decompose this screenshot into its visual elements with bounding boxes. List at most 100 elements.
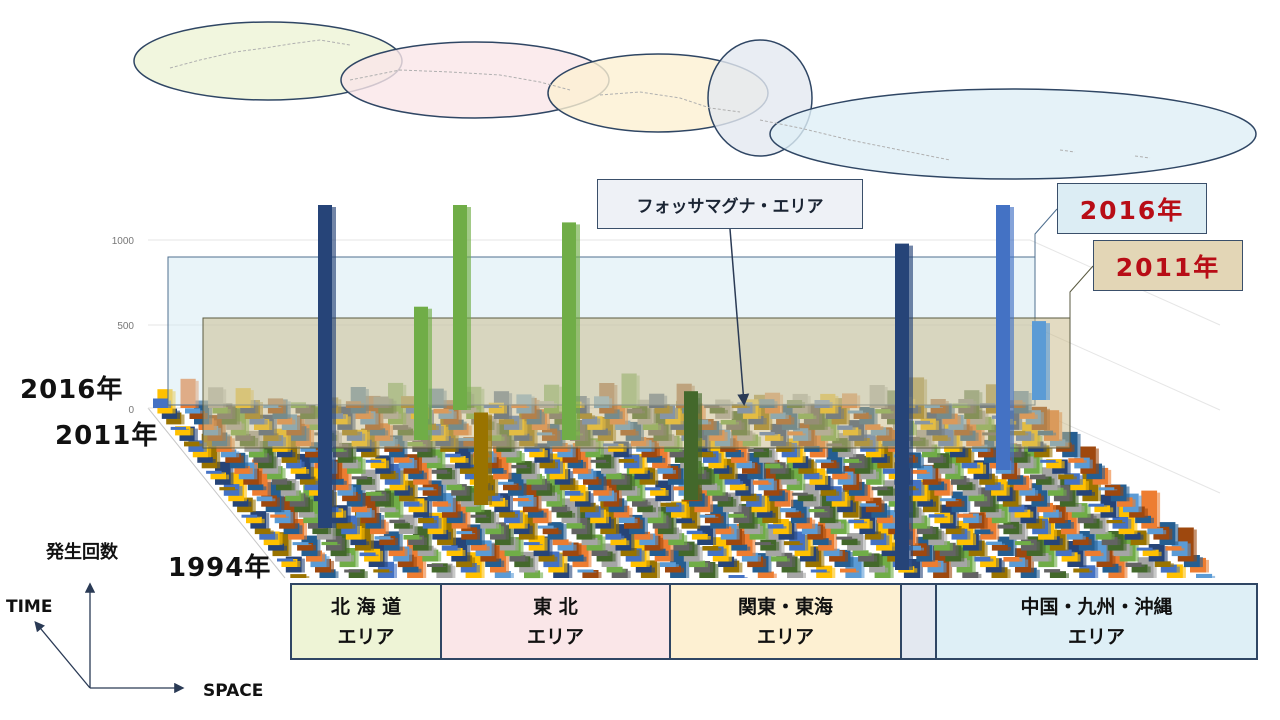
bar-side: [414, 516, 418, 535]
bar-side: [972, 540, 976, 573]
bar-side: [950, 514, 954, 524]
bar-side: [926, 545, 930, 557]
bar-side: [994, 475, 998, 485]
bar: [728, 575, 745, 578]
bar-side: [448, 531, 452, 540]
bar-side: [372, 479, 376, 485]
bar-side: [405, 521, 409, 524]
bar: [219, 487, 235, 491]
bar-side: [788, 521, 792, 535]
bar-side: [542, 475, 545, 485]
bar-side: [919, 561, 923, 578]
bar: [1077, 513, 1094, 524]
fossa-magna-callout: フォッサマグナ・エリア: [597, 179, 863, 229]
bar-side: [1047, 485, 1050, 507]
bar-side: [754, 505, 758, 529]
bar-side: [317, 537, 321, 557]
tall-bar-side: [488, 414, 492, 505]
bar-side: [299, 525, 303, 535]
bar-side: [713, 527, 717, 545]
bar-side: [611, 456, 615, 469]
bar-side: [1059, 511, 1062, 518]
bar: [1040, 459, 1056, 463]
bar: [498, 481, 514, 485]
bar-side: [1070, 522, 1074, 529]
bar: [247, 484, 264, 491]
bar-side: [836, 462, 840, 469]
bar-side: [486, 516, 490, 518]
bar: [871, 454, 888, 463]
bar: [403, 535, 420, 540]
bar-side: [741, 452, 745, 458]
bar-side: [864, 483, 868, 496]
bar-side: [943, 562, 947, 573]
bar: [644, 487, 661, 491]
bar-side: [1138, 495, 1142, 513]
bar: [951, 475, 967, 485]
bar: [825, 521, 841, 529]
bar-side: [453, 517, 456, 546]
bar: [290, 467, 307, 474]
bar-side: [1036, 506, 1040, 524]
bar-side: [523, 474, 527, 496]
bar-side: [409, 548, 413, 562]
bar: [189, 411, 205, 419]
map-region-oval: [769, 88, 1257, 180]
bar-side: [371, 510, 375, 518]
bar: [441, 545, 458, 551]
bar: [539, 460, 555, 469]
bar: [649, 548, 666, 556]
bar-side: [1085, 481, 1089, 491]
bar: [1083, 518, 1100, 529]
bar-side: [921, 509, 925, 524]
bar-side: [1112, 546, 1116, 567]
bar: [253, 453, 269, 463]
bar-side: [1024, 506, 1028, 513]
bar: [431, 563, 448, 573]
bar-side: [1006, 481, 1010, 496]
bar-side: [702, 532, 706, 535]
bar: [646, 455, 663, 463]
bar-side: [467, 539, 471, 562]
bar-side: [983, 464, 987, 474]
bar: [858, 553, 875, 562]
bar-side: [949, 455, 953, 469]
bar-side: [1060, 571, 1064, 573]
bar: [344, 569, 361, 573]
bar: [881, 546, 898, 557]
bar: [701, 483, 718, 491]
bar: [748, 448, 764, 452]
time-label-2011: 2011年: [55, 421, 159, 451]
bar-side: [278, 458, 281, 474]
bar: [917, 526, 933, 535]
bar-side: [944, 483, 948, 491]
bar-side: [845, 552, 849, 562]
bar-side: [1035, 490, 1039, 496]
bar-side: [457, 499, 461, 518]
bar: [513, 523, 530, 535]
bar-side: [686, 503, 690, 518]
bar-side: [252, 499, 256, 513]
bar: [787, 570, 804, 578]
region-name-suffix: エリア: [1067, 625, 1125, 648]
bar-side: [217, 435, 221, 469]
region-name: 中国・九州・沖縄: [1020, 595, 1173, 618]
bar-side: [791, 470, 795, 480]
bar: [380, 507, 396, 513]
bar: [1044, 569, 1061, 573]
bar-side: [419, 456, 422, 474]
bar: [581, 537, 598, 546]
bar-side: [880, 533, 884, 540]
bar-side: [544, 450, 548, 458]
bar-side: [343, 510, 347, 518]
bar-side: [513, 483, 517, 485]
bar: [632, 499, 648, 507]
bar-side: [639, 519, 643, 529]
tall-bars: [318, 205, 1050, 570]
bar: [699, 514, 716, 518]
bar: [225, 453, 241, 463]
bar-side: [819, 447, 823, 452]
bar: [731, 544, 748, 551]
bar-side: [279, 533, 283, 546]
bar: [1106, 520, 1123, 524]
